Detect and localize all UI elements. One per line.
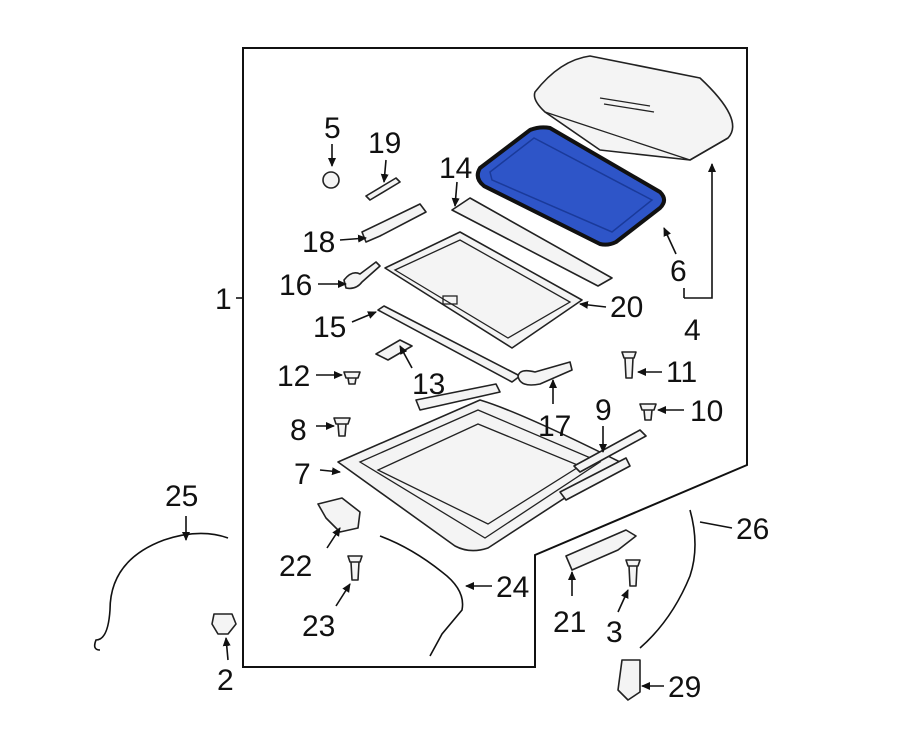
callout-16: 16 [279,269,312,302]
cable-part-24 [379,535,464,657]
callout-22: 22 [279,550,312,583]
pad-part-13 [375,339,413,361]
callout-7: 7 [294,458,311,491]
bolt-part-23 [347,555,363,581]
assembly-boundary [242,47,748,668]
callout-18: 18 [302,226,335,259]
bolt-part-11 [621,351,637,379]
callout-3: 3 [606,616,623,649]
callout-2: 2 [217,664,234,697]
callout-24: 24 [496,571,529,604]
grommet-part-5 [322,171,340,189]
front-guide-part [517,361,573,386]
rail-part-9 [573,429,647,473]
callout-4: 4 [684,314,701,347]
leader-lines [182,144,733,690]
bracket-part-18 [361,203,427,243]
callout-26: 26 [736,513,769,546]
bolt-part-3 [625,559,641,587]
bolt-part-10 [639,403,657,421]
deflector-part [451,197,613,287]
nut-part-2 [211,613,237,635]
callout-21: 21 [553,606,586,639]
bracket-part-19 [365,177,401,201]
callout-12: 12 [277,360,310,393]
callout-19: 19 [368,127,401,160]
callout-5: 5 [324,112,341,145]
callout-14: 14 [439,152,472,185]
callout-11: 11 [666,356,697,389]
callout-17: 17 [538,410,571,443]
sunshade-part [384,231,583,349]
bracket-part-21 [565,529,637,571]
callout-8: 8 [290,414,307,447]
callout-29: 29 [668,671,701,704]
drain-hose-part-25 [93,532,229,651]
clip-part-16 [343,261,381,290]
callout-25: 25 [165,480,198,513]
callout-20: 20 [610,291,643,324]
callout-9: 9 [595,394,612,427]
callout-23: 23 [302,610,335,643]
bolt-part-8 [333,417,351,437]
bolt-part-12 [343,371,361,385]
callout-labels: 1 2 3 4 5 6 7 8 9 10 11 12 13 14 15 16 1… [165,112,769,704]
callout-6: 6 [670,255,687,288]
callout-10: 10 [690,395,723,428]
drain-hose-part-26 [639,509,696,649]
callout-1: 1 [215,283,232,316]
rail-lower [559,457,631,501]
weatherstrip-highlighted-part [475,125,666,247]
callout-15: 15 [313,311,346,344]
connector-part-29 [617,659,641,701]
motor-part-22 [317,497,361,533]
callout-13: 13 [412,368,445,401]
glass-panel-part [533,55,734,161]
